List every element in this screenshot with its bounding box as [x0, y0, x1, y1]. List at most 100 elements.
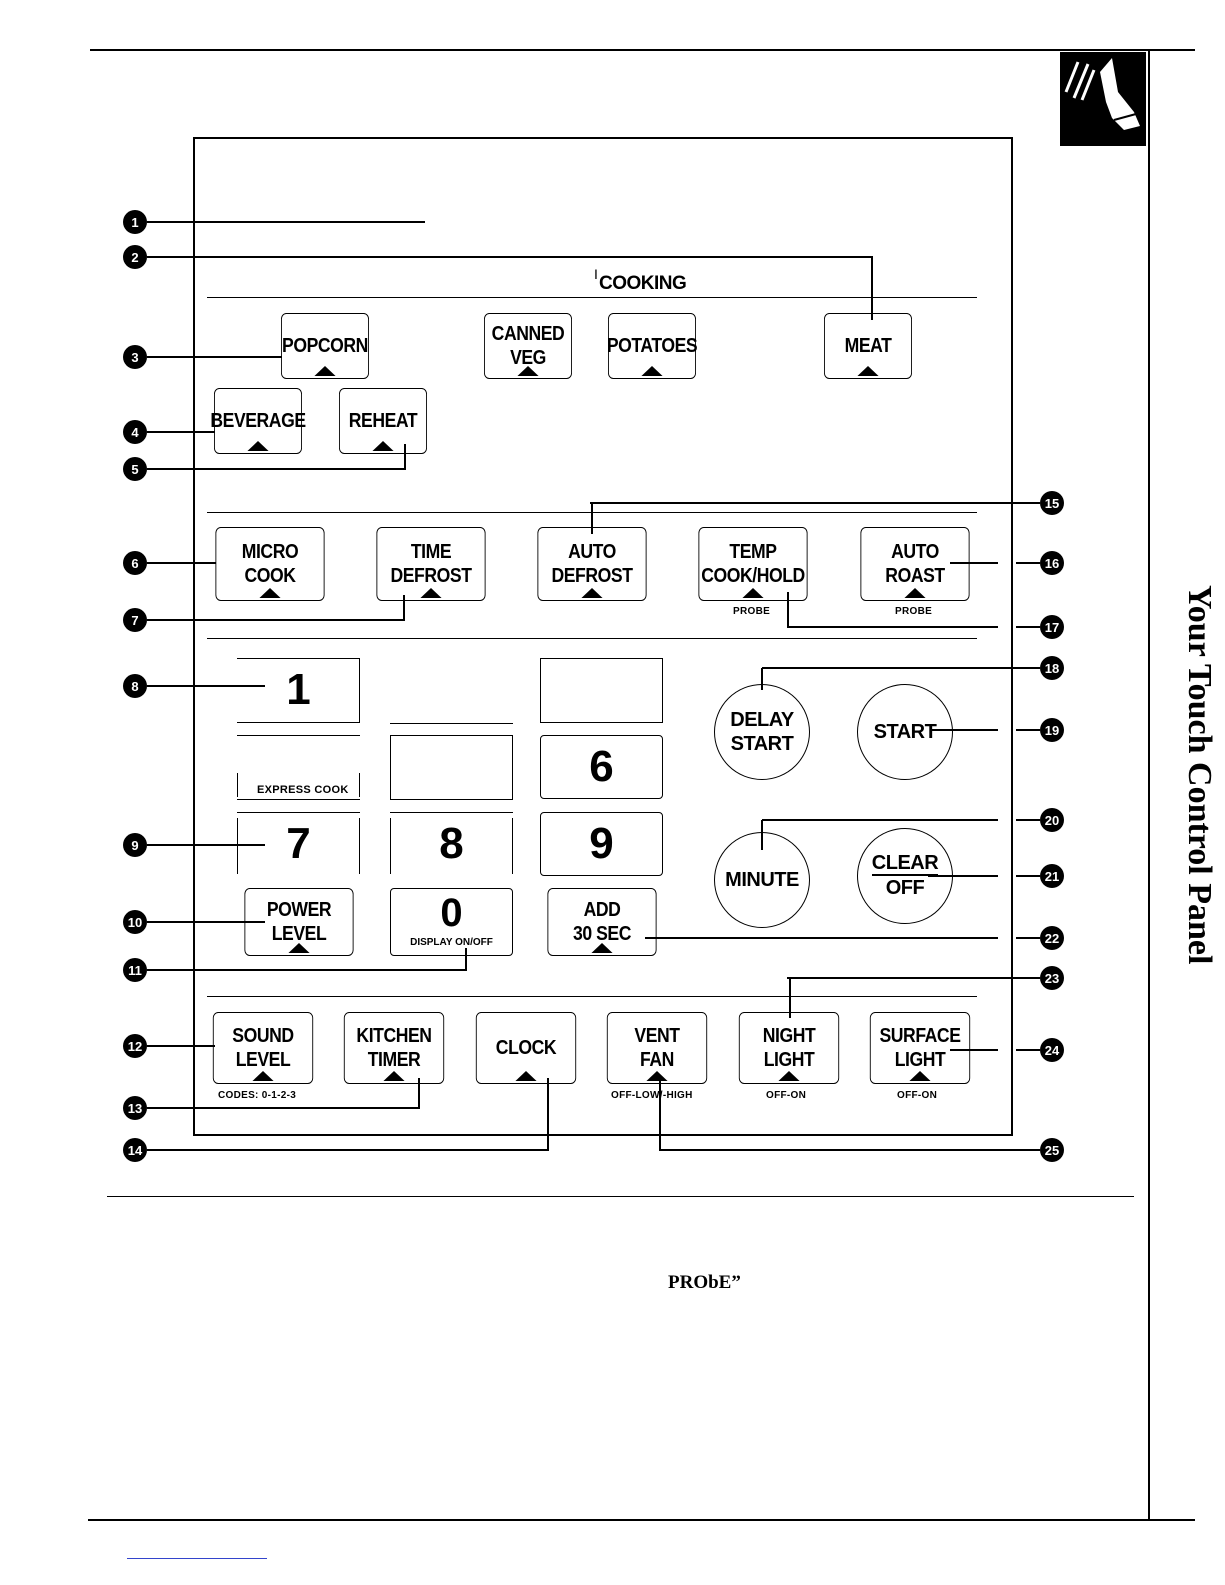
bottom-rule	[88, 1519, 1195, 1521]
page-side-title: Your Touch Control Panel	[1181, 585, 1218, 965]
callout-7: 7	[123, 608, 147, 632]
vent-fan-sub-label: OFF-LOW/-HIGH	[611, 1090, 693, 1101]
key-indicator-icon	[742, 588, 764, 598]
row-divider	[207, 996, 977, 997]
start-button[interactable]: START	[857, 684, 953, 780]
top-rule	[90, 49, 1195, 51]
reheat-button[interactable]: REHEAT	[339, 388, 427, 454]
callout-6: 6	[123, 551, 147, 575]
key-edge	[540, 658, 663, 659]
key-indicator-icon	[646, 1071, 668, 1081]
clock-button[interactable]: CLOCK	[475, 1012, 577, 1084]
key-indicator-icon	[641, 366, 663, 376]
key-edge	[540, 722, 663, 723]
callout-19: 19	[1040, 718, 1064, 742]
display-onoff-label: DISPLAY ON/OFF	[410, 937, 493, 948]
callout-8: 8	[123, 674, 147, 698]
callout-5: 5	[123, 457, 147, 481]
key-edge	[237, 773, 238, 797]
callout-1: 1	[123, 210, 147, 234]
key-indicator-icon	[857, 366, 879, 376]
callout-3: 3	[123, 345, 147, 369]
key-edge	[512, 735, 513, 799]
key-indicator-icon	[383, 1071, 405, 1081]
key-edge	[390, 735, 391, 799]
callout-18: 18	[1040, 656, 1064, 680]
key-indicator-icon	[591, 943, 613, 953]
cooking-label: COOKING	[599, 273, 687, 294]
key-edge	[359, 773, 360, 797]
key-edge	[390, 812, 513, 813]
key-edge	[237, 735, 360, 736]
number-7-button[interactable]: 7	[286, 819, 311, 868]
key-indicator-icon	[288, 943, 310, 953]
callout-11: 11	[123, 958, 147, 982]
callout-4: 4	[123, 420, 147, 444]
key-edge	[237, 722, 360, 723]
callout-9: 9	[123, 833, 147, 857]
control-panel-frame	[193, 137, 1013, 1136]
key-edge	[359, 818, 360, 874]
probe-label: PROBE	[895, 606, 933, 617]
key-indicator-icon	[581, 588, 603, 598]
number-0-label: 0	[440, 891, 463, 935]
key-indicator-icon	[420, 588, 442, 598]
surface-light-sub-label: OFF-ON	[897, 1090, 938, 1101]
callout-22: 22	[1040, 926, 1064, 950]
footer-link-line	[127, 1558, 267, 1559]
potatoes-button[interactable]: POTATOES	[607, 313, 698, 379]
number-6-button[interactable]: 6	[540, 735, 663, 799]
section-divider	[107, 1196, 1134, 1197]
cooking-rule	[207, 297, 977, 298]
popcorn-button[interactable]: POPCORN	[281, 313, 369, 379]
probe-footnote: PRObE”	[668, 1272, 741, 1293]
callout-2: 2	[123, 245, 147, 269]
night-light-sub-label: OFF-ON	[766, 1090, 807, 1101]
callout-14: 14	[123, 1138, 147, 1162]
cooking-mark: I	[594, 266, 598, 282]
callout-24: 24	[1040, 1038, 1064, 1062]
express-cook-label: EXPRESS COOK	[257, 784, 349, 796]
hand-pressing-icon	[1060, 52, 1146, 146]
key-indicator-icon	[372, 441, 394, 451]
key-edge	[390, 818, 391, 874]
key-edge	[390, 723, 513, 724]
callout-25: 25	[1040, 1138, 1064, 1162]
callout-21: 21	[1040, 864, 1064, 888]
meat-button[interactable]: MEAT	[824, 313, 912, 379]
number-9-button[interactable]: 9	[540, 812, 663, 876]
codes-label: CODES: 0-1-2-3	[218, 1090, 297, 1101]
key-indicator-icon	[314, 366, 336, 376]
callout-17: 17	[1040, 615, 1064, 639]
number-1-button[interactable]: 1	[286, 665, 311, 714]
callout-23: 23	[1040, 966, 1064, 990]
key-edge	[359, 658, 360, 722]
callout-15: 15	[1040, 491, 1064, 515]
row-divider	[207, 638, 977, 639]
right-rule	[1148, 49, 1150, 1521]
number-0-button[interactable]: 0 DISPLAY ON/OFF	[390, 888, 513, 956]
key-edge	[390, 735, 513, 736]
beverage-button[interactable]: BEVERAGE	[210, 388, 306, 454]
key-edge	[237, 658, 360, 659]
key-edge	[540, 658, 541, 722]
key-indicator-icon	[515, 1071, 537, 1081]
key-edge	[237, 799, 360, 800]
key-edge	[662, 658, 663, 722]
callout-20: 20	[1040, 808, 1064, 832]
key-edge	[390, 799, 513, 800]
number-8-button[interactable]: 8	[439, 819, 464, 868]
